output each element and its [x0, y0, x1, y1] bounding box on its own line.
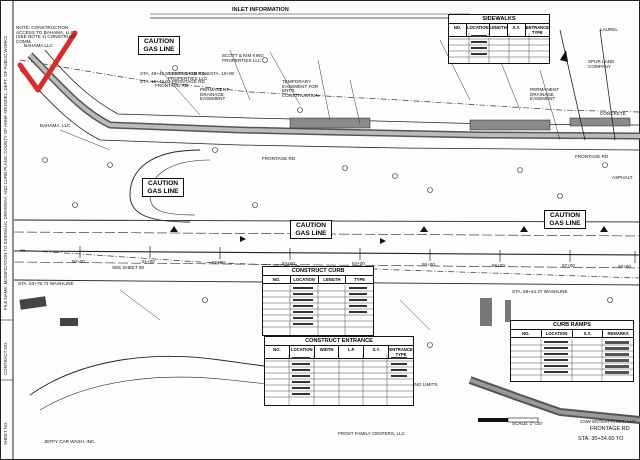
note-top-left: NOTE: CONSTRUCTION ACCESS TO BAHAMA, LLC… — [16, 25, 77, 44]
station-label: 53+00 — [282, 261, 295, 266]
station-label: 56+00 — [492, 263, 505, 268]
sidebar-contract-text: CONTRACT NO. — [3, 341, 8, 375]
station-label: 52+00 — [212, 260, 225, 265]
label-laurel: LAUREL — [600, 27, 618, 32]
label-sta-left-2: STA. 10+45.02 FRONTAGE RD — [140, 79, 205, 84]
sidebar-sheet-text: SHEET NO. — [3, 421, 8, 445]
station-label: 57+00 — [562, 263, 575, 268]
table-rows — [265, 355, 413, 405]
sidebar-file-text: FILE NAME: MODIFICATION TO SIDEWALK, DRI… — [3, 35, 8, 310]
label-sta-washline: STA. 53+75.73 WASHLINE — [18, 281, 74, 286]
table-rows — [449, 33, 549, 63]
label-perm-drain-1: PERMANENT DRAINAGE EASEMENT — [200, 87, 229, 102]
station-label: 50+00 — [72, 259, 85, 264]
label-temp-easement: TEMPORARY EASEMENT FOR ENTR. CONSTRUCTIO… — [282, 79, 320, 98]
label-sta-left-1: STA. 48+45.57 FRONTAGE RD = STA. 10+00 — [140, 71, 235, 76]
label-frontage-3: FRONTAGE RD — [155, 83, 189, 88]
label-asphalt: ASPHALT — [612, 175, 633, 180]
label-cnw: CNW ENTERPRISES, LLC — [580, 419, 636, 424]
station-ticks — [79, 246, 636, 263]
label-frost: FROST FAMILY CENTERS, LLC — [338, 431, 405, 436]
label-existing-limits: EXISTING LIMITS — [400, 382, 438, 387]
station-label: 55+00 — [422, 262, 435, 267]
check-mark-icon — [17, 30, 78, 93]
station-label: 51+00 — [142, 259, 155, 264]
curb-ramps-table: CURB RAMPS NO.LOCATION S.Y.REMARKS — [510, 320, 634, 382]
station-label: 54+00 — [352, 261, 365, 266]
table-rows — [511, 339, 633, 381]
inlet-info-title: INLET INFORMATION — [232, 7, 289, 13]
label-bahama-top: BAHAMA LLC — [24, 43, 53, 48]
label-jeffy: JEFFY CAR WASH, INC. — [44, 439, 96, 444]
label-spur-land: SPUR LAND COMPANY — [588, 59, 615, 69]
scale-bar — [478, 417, 539, 423]
label-frontage-1: FRONTAGE RD — [262, 156, 296, 161]
label-scott-2: SCOTT & KIM KING PROPERTIES LLC — [168, 71, 210, 81]
label-frontage-br: FRONTAGE RD — [590, 426, 630, 432]
label-perm-drain-2: PERMANENT DRAINAGE EASEMENT — [530, 87, 559, 102]
label-sta-bottom: STA. 30+34.60 TO — [578, 436, 624, 442]
label-scale: SCALE: 1"=20' — [512, 421, 543, 426]
label-concrete: CONCRETE — [600, 111, 626, 116]
right-of-way-line-north — [19, 59, 640, 113]
label-sta-right: STA. 58+44.27 WASHLINE — [512, 289, 568, 294]
station-label: 58+00 — [618, 264, 631, 269]
table-header-row: NO.LOCATION S.Y.REMARKS — [511, 330, 633, 338]
label-scott-1: SCOTT & KIM KING PROPERTIES LLC — [222, 53, 264, 63]
washline-centerline — [13, 250, 640, 256]
label-bahama-mid: BAHAMA, LLC — [40, 123, 71, 128]
label-match-line: SEE SHEET 60 — [112, 265, 145, 270]
label-frontage-2: FRONTAGE RD — [575, 154, 609, 159]
table-rows — [263, 285, 373, 335]
